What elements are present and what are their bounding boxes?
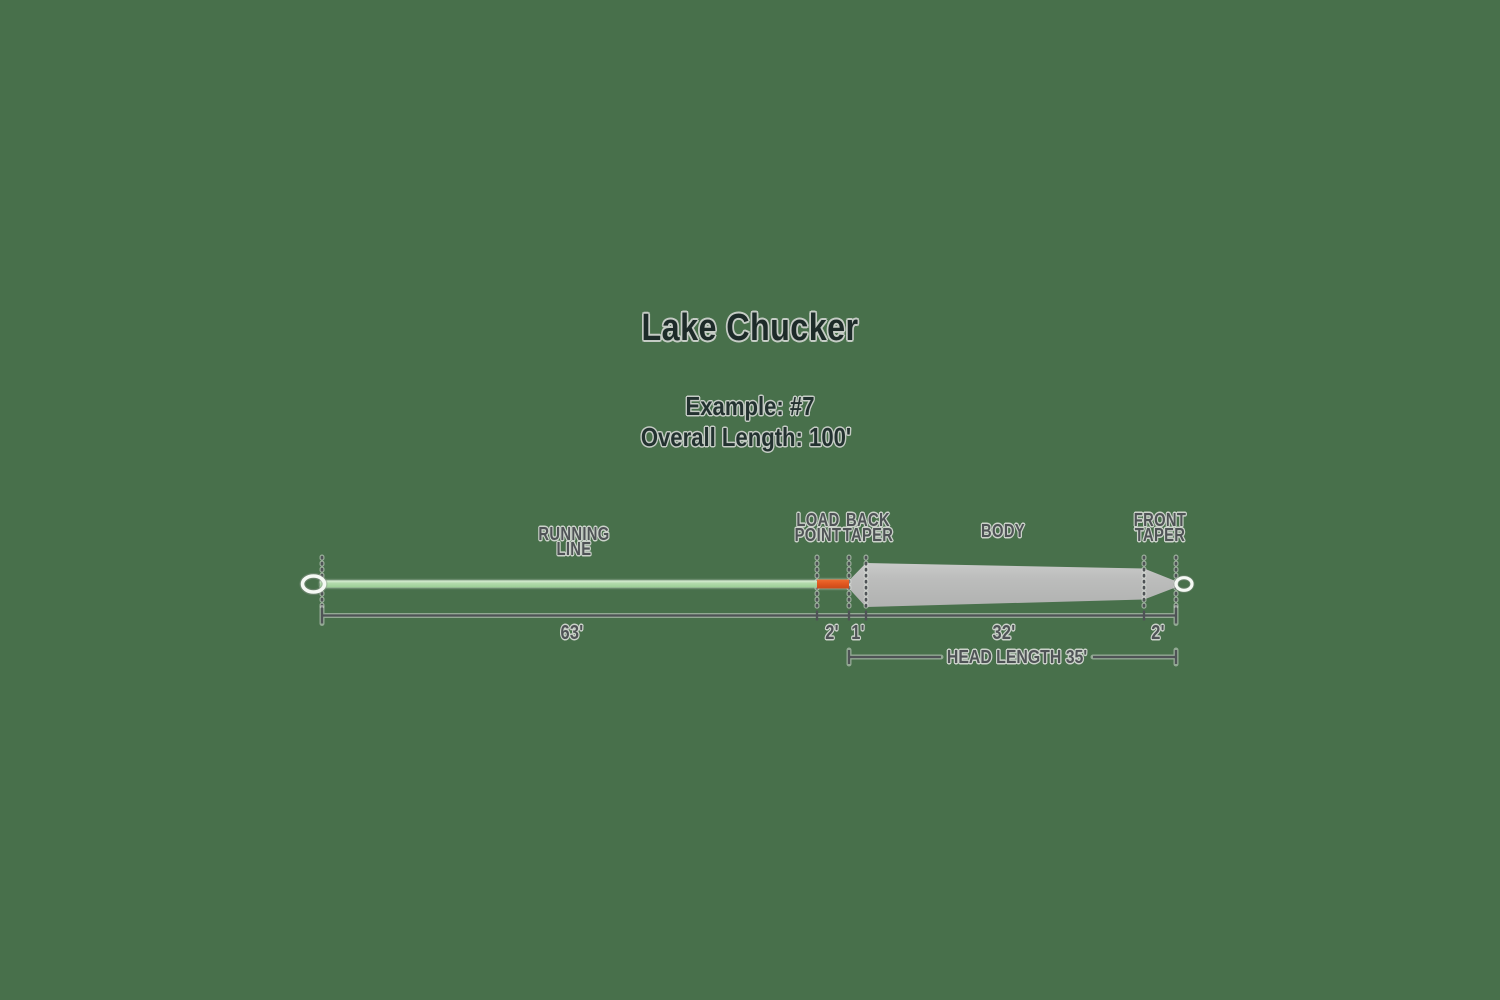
running-line-length: 63' bbox=[560, 622, 584, 644]
load-point-segment bbox=[817, 579, 849, 589]
back-taper-label: BACK TAPER bbox=[842, 510, 894, 545]
body-front-taper-shape bbox=[866, 563, 1178, 607]
page-title: Lake Chucker bbox=[641, 307, 859, 349]
back-taper-length: 1' bbox=[851, 622, 865, 644]
overall-dimension-line bbox=[319, 605, 1179, 626]
front-taper-length: 2' bbox=[1151, 622, 1165, 644]
body-length: 32' bbox=[992, 622, 1016, 644]
example-subtitle: Example: #7 bbox=[685, 391, 815, 421]
overall-length-subtitle: Overall Length: 100' bbox=[640, 422, 852, 452]
running-line-label: RUNNING LINE bbox=[538, 524, 610, 559]
load-point-length: 2' bbox=[825, 622, 839, 644]
running-line-segment bbox=[320, 580, 817, 588]
rear-loop bbox=[300, 574, 327, 594]
line-loops bbox=[299, 573, 1195, 595]
body-label: BODY bbox=[981, 521, 1025, 541]
front-taper-label: FRONT TAPER bbox=[1133, 510, 1187, 545]
head-shape bbox=[849, 563, 1178, 607]
head-length-label: HEAD LENGTH 35' bbox=[946, 647, 1088, 667]
front-loop bbox=[1174, 576, 1194, 592]
head-length-dimension-line bbox=[846, 647, 1179, 667]
section-boundary-dashes bbox=[319, 554, 1179, 614]
load-point-label: LOAD POINT bbox=[794, 510, 842, 545]
back-taper-shape bbox=[849, 563, 866, 607]
